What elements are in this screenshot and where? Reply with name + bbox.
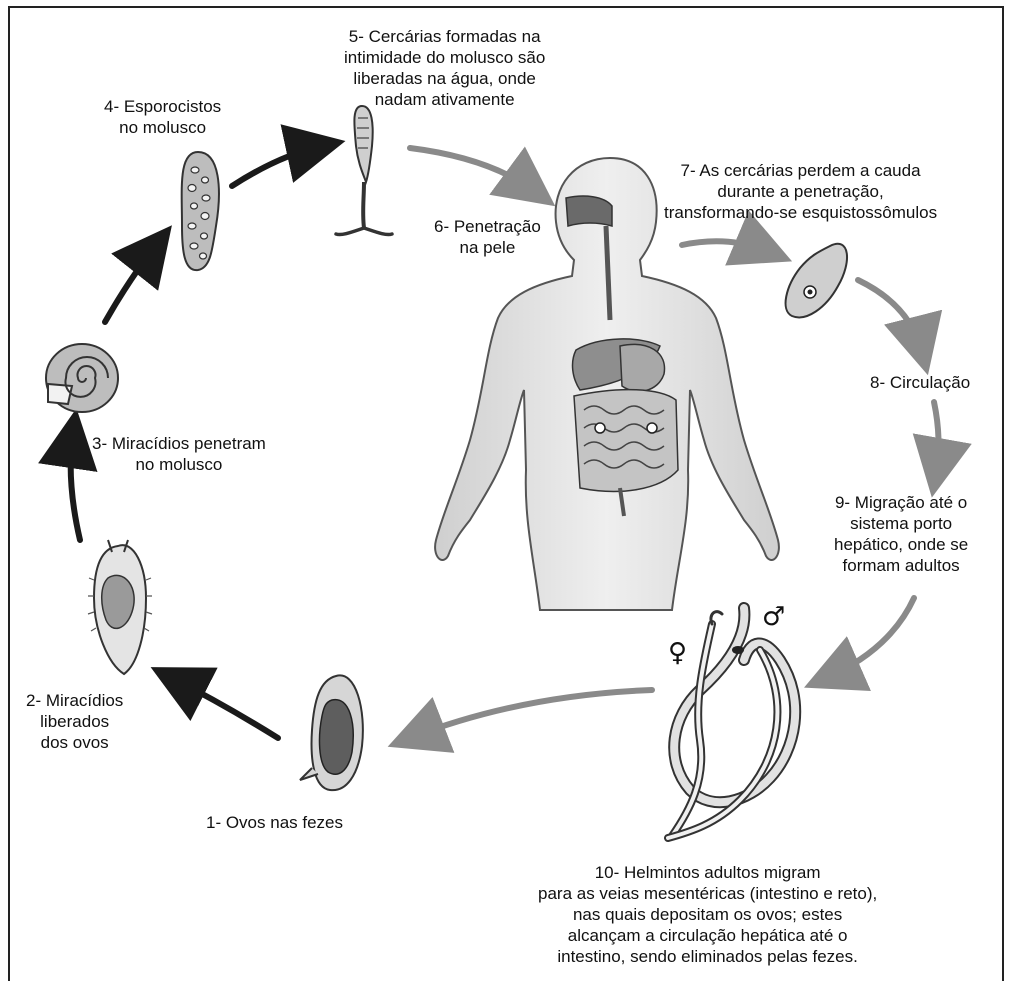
male-symbol: ♂ [762, 604, 785, 630]
arrow-1-to-2 [172, 678, 278, 738]
adult-worms-illustration [668, 608, 795, 838]
stage-3-label: 3- Miracídios penetram no molusco [92, 433, 266, 475]
stage-5-label: 5- Cercárias formadas na intimidade do m… [344, 26, 545, 110]
stage-7-label: 7- As cercárias perdem a cauda durante a… [664, 160, 937, 223]
arrow-8-to-9 [934, 402, 939, 474]
schistosomulum-illustration [786, 244, 847, 318]
stage-6-label: 6- Penetração na pele [434, 216, 541, 258]
female-symbol: ♀ [668, 640, 687, 666]
arrow-7-to-8 [858, 280, 922, 352]
stage-10-label: 10- Helmintos adultos migram para as vei… [538, 862, 877, 967]
cercaria-illustration [336, 106, 392, 235]
stage-2-label-text: 2- Miracídios liberados dos ovos [26, 690, 123, 753]
stage-4-label: 4- Esporocistos no molusco [104, 96, 221, 138]
snail-shell-illustration [46, 344, 118, 412]
arrow-10-to-1 [410, 690, 652, 738]
stage-8-label: 8- Circulação [870, 372, 970, 393]
arrow-6-to-7 [682, 241, 770, 252]
arrow-4-to-5 [232, 146, 322, 186]
sporocyst-illustration [182, 152, 219, 270]
egg-illustration [300, 675, 363, 790]
stage-2-label: 2- Miracídios liberados dos ovos [26, 648, 123, 774]
stage-1-label: 1- Ovos nas fezes [206, 812, 343, 833]
arrow-9-to-10 [826, 598, 914, 678]
arrow-3-to-4 [105, 244, 157, 322]
arrow-2-to-3 [71, 432, 80, 540]
stage-9-label: 9- Migração até o sistema porto hepático… [834, 492, 968, 576]
arrow-5-to-6 [410, 148, 536, 192]
